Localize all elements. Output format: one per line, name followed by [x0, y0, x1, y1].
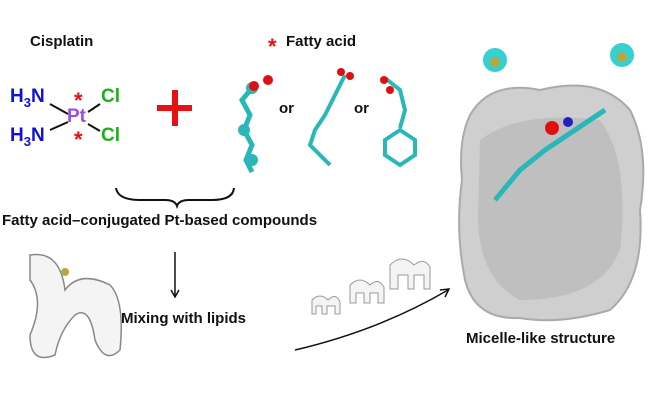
platinum-label: Pt — [67, 106, 86, 127]
fatty-acid-molecule-2 — [307, 68, 354, 167]
curved-arrow-icon — [294, 288, 451, 351]
cisplatin-bonds — [49, 103, 101, 132]
or-label-1: or — [279, 100, 294, 117]
conjugated-compounds-label: Fatty acid–conjugated Pt-based compounds — [2, 212, 318, 229]
star-bottom: * — [74, 127, 83, 152]
micelle-structure — [458, 43, 645, 322]
lipid-structure — [29, 253, 122, 359]
or-label-2: or — [354, 100, 369, 117]
ammine-top: H3N — [10, 86, 45, 110]
chloride-bottom: Cl — [101, 125, 120, 146]
fatty-acid-molecule-3 — [380, 76, 417, 168]
mixing-label: Mixing with lipids — [121, 310, 246, 327]
fatty-acid-marker: * — [268, 34, 277, 59]
brace — [115, 187, 235, 210]
cisplatin-label: Cisplatin — [30, 33, 94, 50]
chloride-top: Cl — [101, 86, 120, 107]
fatty-acid-label: Fatty acid — [286, 33, 357, 50]
small-lipids — [311, 258, 431, 315]
micelle-label: Micelle-like structure — [466, 330, 616, 347]
lipid-head — [61, 268, 69, 276]
star-top: * — [74, 88, 83, 113]
plus-icon — [157, 90, 192, 126]
ammine-bottom: H3N — [10, 125, 45, 149]
down-arrow-icon — [170, 252, 180, 299]
fatty-acid-molecule-1 — [238, 75, 273, 174]
